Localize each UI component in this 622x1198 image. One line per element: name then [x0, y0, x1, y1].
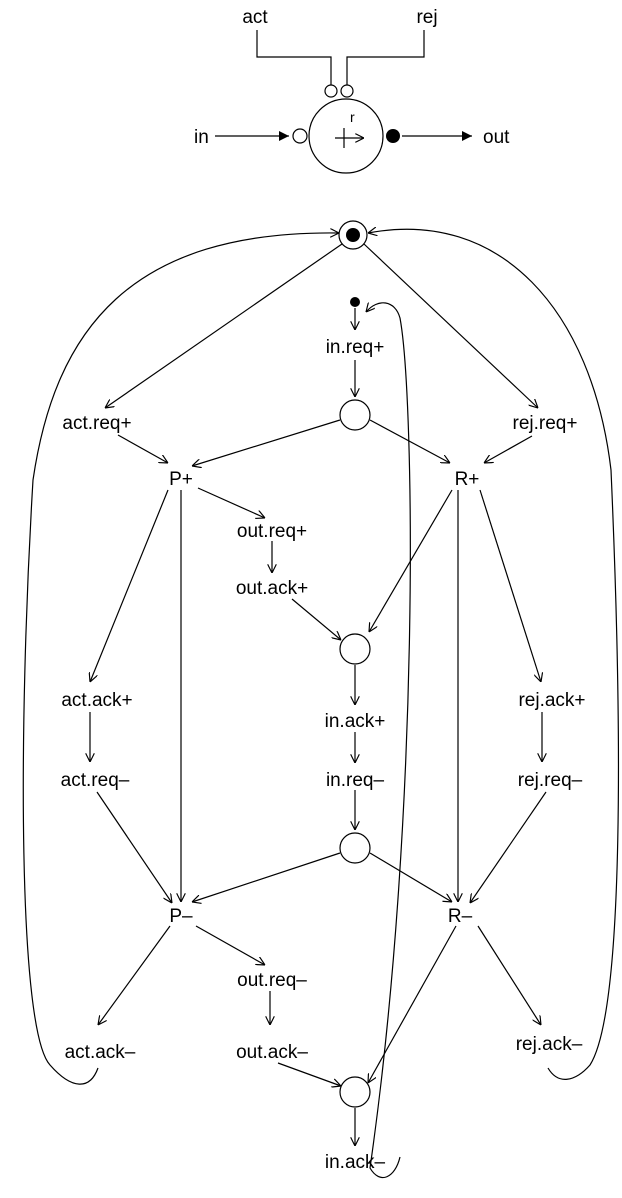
label-p-minus: P– [169, 906, 193, 927]
in-label: in [194, 127, 209, 148]
label-r-minus: R– [448, 906, 473, 927]
label-out-ack-minus: out.ack– [236, 1042, 308, 1063]
label-rej-req-minus: rej.req– [518, 770, 583, 791]
arc-pplus-actack [90, 489, 169, 682]
arc-pplus-outreq [197, 487, 265, 518]
label-in-req-minus: in.req– [326, 770, 385, 791]
arc-p1-pplus [192, 419, 341, 466]
act-wire [256, 30, 332, 85]
label-act-req-minus: act.req– [61, 770, 130, 791]
arc-outack-p4 [277, 1062, 341, 1086]
transitions: in.req+ act.req+ rej.req+ P+ R+ out.req+… [61, 337, 586, 1173]
out-label: out [483, 127, 510, 148]
component-body [308, 98, 384, 174]
arc-rplus-rejack [479, 489, 541, 682]
label-act-req-plus: act.req+ [62, 413, 131, 434]
label-in-ack-minus: in.ack– [325, 1152, 386, 1173]
arc-p3-pminus [192, 852, 341, 902]
arcs [22, 229, 620, 1179]
label-rej-ack-plus: rej.ack+ [518, 690, 585, 711]
label-rej-req-plus: rej.req+ [513, 413, 578, 434]
arc-rejreq-rplus [484, 435, 533, 463]
arc-init-act-req [105, 243, 343, 408]
label-act-ack-plus: act.ack+ [61, 690, 132, 711]
label-rej-ack-minus: rej.ack– [516, 1034, 583, 1055]
act-port [324, 84, 338, 98]
loop-rejack-initial [368, 229, 620, 1080]
out-port [386, 129, 400, 143]
label-act-ack-minus: act.ack– [65, 1042, 136, 1063]
arc-rminus-p4 [368, 925, 457, 1083]
label-out-ack-plus: out.ack+ [236, 578, 308, 599]
label-out-req-plus: out.req+ [237, 521, 307, 542]
rej-port [340, 84, 354, 98]
register-label: r [350, 109, 355, 125]
arc-init-rej-req [363, 243, 538, 408]
place-p4 [339, 1076, 371, 1108]
initial-place-token [346, 228, 360, 242]
rej-wire [346, 30, 425, 85]
label-in-req-plus: in.req+ [326, 337, 385, 358]
place-p3 [339, 832, 371, 864]
arc-p3-rminus [369, 852, 452, 902]
arc-rminus-rejack [477, 925, 541, 1025]
arc-actreq-pminus [96, 791, 172, 903]
label-p-plus: P+ [169, 469, 193, 490]
places [338, 220, 371, 1108]
label-out-req-minus: out.req– [237, 970, 307, 991]
label-in-ack-plus: in.ack+ [325, 711, 386, 732]
act-label: act [242, 7, 268, 28]
arc-pminus-outreq [195, 925, 265, 965]
arc-pminus-actack [98, 925, 171, 1025]
in-req-token [350, 297, 360, 307]
loop-inack-inreq [366, 303, 411, 1179]
component-symbol: act rej in out r [194, 7, 510, 174]
place-p1 [339, 399, 371, 431]
in-port [292, 128, 308, 144]
arc-p1-rplus [369, 419, 450, 463]
arc-rejreq-rminus [470, 791, 547, 903]
label-r-plus: R+ [455, 469, 480, 490]
loop-actack-initial [22, 233, 339, 1085]
arc-actreq-pplus [117, 434, 168, 463]
place-p2 [339, 633, 371, 665]
arc-outack-p2 [291, 598, 341, 640]
rej-label: rej [416, 7, 437, 28]
